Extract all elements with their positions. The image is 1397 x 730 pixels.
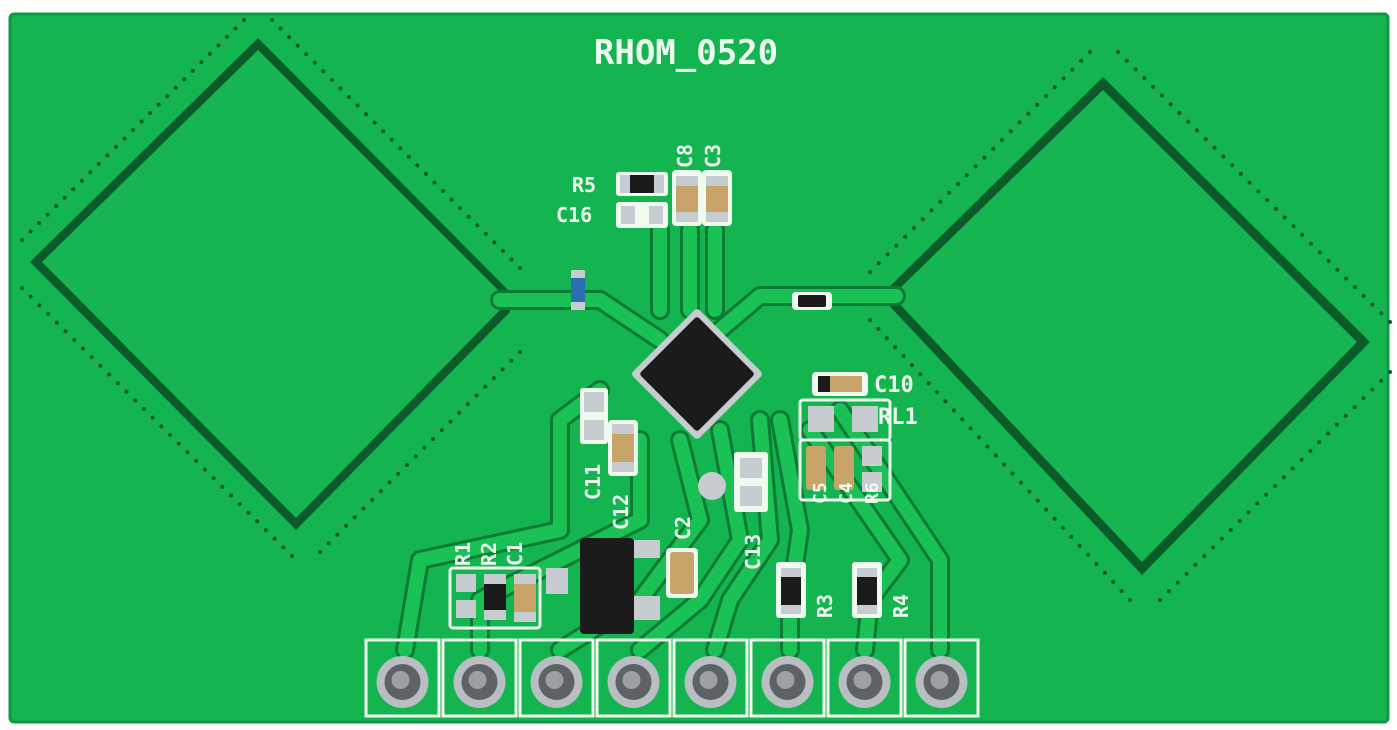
- label-c2: C2: [671, 516, 695, 540]
- label-c3: C3: [701, 144, 725, 168]
- label-r2: R2: [477, 542, 501, 566]
- label-c4: C4: [836, 482, 857, 504]
- pin-header: [364, 638, 980, 718]
- board-title-silkscreen: RHOM_0520: [594, 33, 778, 73]
- label-c1: C1: [503, 542, 527, 566]
- label-r5: R5: [572, 173, 596, 197]
- header-pin: [518, 638, 595, 718]
- main-ic-chip: [632, 309, 762, 439]
- label-r1: R1: [451, 542, 475, 566]
- left-antenna-patch: [30, 38, 510, 530]
- left-middle-components: [580, 388, 768, 512]
- label-r4: R4: [889, 594, 913, 618]
- label-c11: C11: [581, 464, 605, 500]
- label-c8: C8: [673, 144, 697, 168]
- regulator-cluster: [448, 538, 698, 634]
- via-stitching: [20, 18, 1392, 602]
- right-antenna-patch: [884, 77, 1370, 575]
- r3-r4-components: [776, 562, 882, 618]
- label-rl1: RL1: [878, 405, 918, 430]
- header-pin: [903, 638, 980, 718]
- right-feed-component: [792, 292, 832, 310]
- header-pin: [595, 638, 672, 718]
- label-c10: C10: [874, 373, 914, 398]
- label-c16: C16: [556, 203, 592, 227]
- label-c5: C5: [810, 482, 831, 504]
- header-pin: [749, 638, 826, 718]
- label-c13: C13: [741, 534, 765, 570]
- label-c12: C12: [609, 494, 633, 530]
- top-components: [616, 170, 732, 228]
- left-feed-resistor: [571, 270, 585, 310]
- pcb-edge-shade: [8, 12, 1390, 724]
- header-pin: [441, 638, 518, 718]
- header-pin: [826, 638, 903, 718]
- header-pin: [672, 638, 749, 718]
- header-pin: [364, 638, 441, 718]
- right-components: [798, 372, 892, 502]
- label-r3: R3: [813, 594, 837, 618]
- label-r6: R6: [862, 482, 883, 504]
